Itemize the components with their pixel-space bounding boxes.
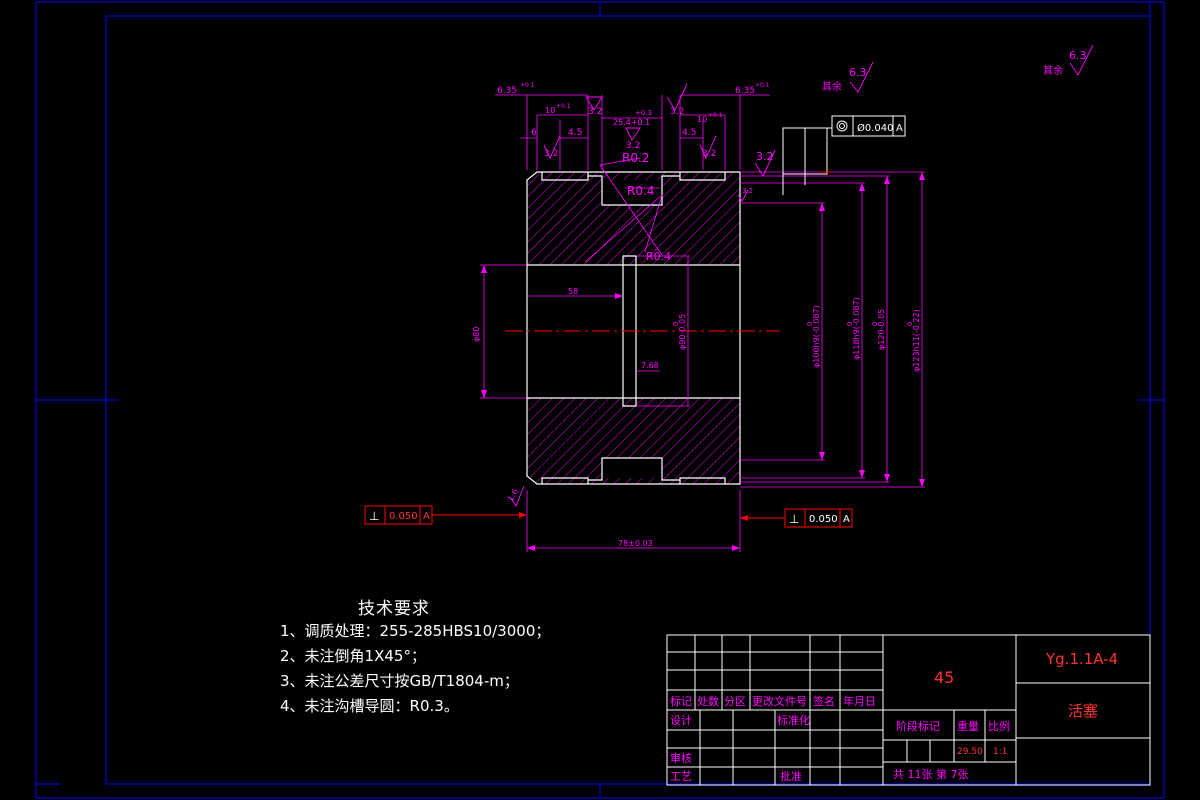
dim-phi118-zero: 0 xyxy=(846,322,854,326)
runout-leader xyxy=(782,127,832,195)
tb-col-nianyueri: 年月日 xyxy=(843,694,876,708)
tb-part-name: 活塞 xyxy=(1068,702,1098,720)
dim-6: 6 xyxy=(531,128,537,138)
rough-32-side: 3.2 xyxy=(756,150,774,163)
tb-row-pizhun: 批准 xyxy=(780,769,802,783)
rough-other-label-2: 其余 xyxy=(1043,64,1063,77)
tb-col-gaiwenjian: 更改文件号 xyxy=(752,694,807,708)
perp-right-symbol: ⊥ xyxy=(789,512,799,526)
rough-32-center-groove: 3.2 xyxy=(626,141,640,151)
rough-other-label-1: 其余 xyxy=(822,80,842,93)
tb-row-biaozhunhua: 标准化 xyxy=(777,713,810,727)
tb-col-zhongliang: 重量 xyxy=(957,719,979,733)
title-block-text: 45 Yg.1.1A-4 活塞 标记 处数 分区 更改文件号 签名 年月日 设计… xyxy=(670,650,1118,783)
title-block xyxy=(666,634,1151,786)
roughness-symbols xyxy=(509,44,1094,507)
arrow-heads xyxy=(481,172,925,551)
dim-phi100-zero: 0 xyxy=(806,322,814,326)
perp-frame-left xyxy=(364,505,522,525)
rough-32-right-groove: 3.2 xyxy=(702,149,716,159)
perp-right-value: 0.050 xyxy=(809,514,838,525)
tb-row-gongyi: 工艺 xyxy=(670,770,692,783)
runout-value: Ø0.040 xyxy=(857,122,894,134)
rough-32-top-right: 3.2 xyxy=(670,107,684,117)
dim-254-tol: +0.3 xyxy=(635,109,652,117)
rough-32-side-small: 3.2 xyxy=(742,187,753,195)
tb-col-jieduan: 阶段标记 xyxy=(896,719,940,733)
dim-635-left: 6.35 xyxy=(497,86,517,96)
dim-r02: R0.2 xyxy=(622,151,649,165)
dim-phi123: φ123h11(-0.22) xyxy=(912,309,921,372)
dim-10-right: 10 xyxy=(697,115,707,124)
dim-635-left-tol: +0.1 xyxy=(520,82,535,89)
runout-frame xyxy=(831,115,906,137)
rough-32-left-groove: 3.2 xyxy=(544,149,558,159)
dim-254: 25.4+0.1 xyxy=(613,118,650,127)
tb-sheet-info: 共 11张 第 7张 xyxy=(893,767,969,781)
dim-phi120: φ120-0.05 xyxy=(877,309,886,350)
tb-col-fenqu: 分区 xyxy=(724,695,746,708)
runout-datum: A xyxy=(896,123,903,134)
tb-col-qianming: 签名 xyxy=(813,694,835,708)
rough-other-value-2: 6.3 xyxy=(1069,49,1087,62)
tb-row-shenhe: 审核 xyxy=(670,751,692,765)
rough-other-value-1: 6.3 xyxy=(849,66,867,79)
dim-10-right-tol: +0.1 xyxy=(708,112,723,119)
dim-phi123-zero: 0 xyxy=(906,322,914,326)
perp-left-datum: A xyxy=(423,511,430,522)
requirement-item-1: 1、调质处理：255-285HBS10/3000； xyxy=(280,622,551,640)
rough-32-top-left: 3.2 xyxy=(588,107,602,117)
requirement-item-2: 2、未注倒角1X45°； xyxy=(280,647,426,665)
requirements-title: 技术要求 xyxy=(358,599,430,619)
dimension-lines xyxy=(480,94,925,552)
tb-weight-value: 29.50 xyxy=(957,747,983,757)
dim-768: 7.68 xyxy=(641,361,659,370)
perp-left-symbol: ⊥ xyxy=(369,509,379,523)
tb-col-bili: 比例 xyxy=(988,719,1010,733)
dim-58: 58 xyxy=(568,287,578,296)
requirement-item-4: 4、未注沟槽导圆：R0.3。 xyxy=(280,697,459,715)
roughness-text: 3.2 3.2 3.2 3.2 3.2 3.2 3.2 1.6 其余 6.3 其… xyxy=(506,49,1087,503)
dim-635-right-tol: +0.1 xyxy=(755,82,770,89)
dim-phi120-zero: 0 xyxy=(871,322,879,326)
dim-45-left: 4.5 xyxy=(568,128,582,138)
dim-phi118: φ118h9(-0.087) xyxy=(852,297,861,360)
dim-width-bottom: 78±0.03 xyxy=(618,539,653,548)
perp-left-value: 0.050 xyxy=(389,511,418,522)
tb-row-sheji: 设计 xyxy=(670,714,692,727)
dim-phi80: φ80 xyxy=(472,327,481,342)
dim-45-right: 4.5 xyxy=(682,128,696,138)
requirement-item-3: 3、未注公差尺寸按GB/T1804-m； xyxy=(280,672,519,690)
dim-10-left: 10 xyxy=(545,106,555,115)
dim-phi90-zero: 0 xyxy=(672,322,680,326)
dim-phi90: φ90-0.05 xyxy=(678,314,687,350)
tb-material: 45 xyxy=(934,668,954,687)
tb-drawing-no: Yg.1.1A-4 xyxy=(1045,650,1118,668)
dim-r04-top: R0.4 xyxy=(627,184,654,198)
section-hatch xyxy=(527,172,740,484)
dim-phi100: φ100h9(-0.087) xyxy=(812,305,821,368)
drawing-frame xyxy=(35,1,1165,799)
perp-frame-right xyxy=(745,508,853,528)
dim-r04-mid: R0.4 xyxy=(646,250,671,263)
tb-scale-value: 1:1 xyxy=(993,747,1007,757)
tb-col-biaoji: 标记 xyxy=(670,694,692,708)
tolerance-text: Ø0.040 A ⊥ 0.050 A ⊥ 0.050 A xyxy=(369,122,903,526)
dim-635-right: 6.35 xyxy=(735,86,755,96)
tb-col-chushu: 处数 xyxy=(697,695,719,708)
dim-10-left-tol: +0.1 xyxy=(556,103,571,110)
perp-right-datum: A xyxy=(843,514,850,525)
dimension-text: 6.35 +0.1 6.35 +0.1 10 +0.1 10 +0.1 25.4… xyxy=(472,82,921,548)
